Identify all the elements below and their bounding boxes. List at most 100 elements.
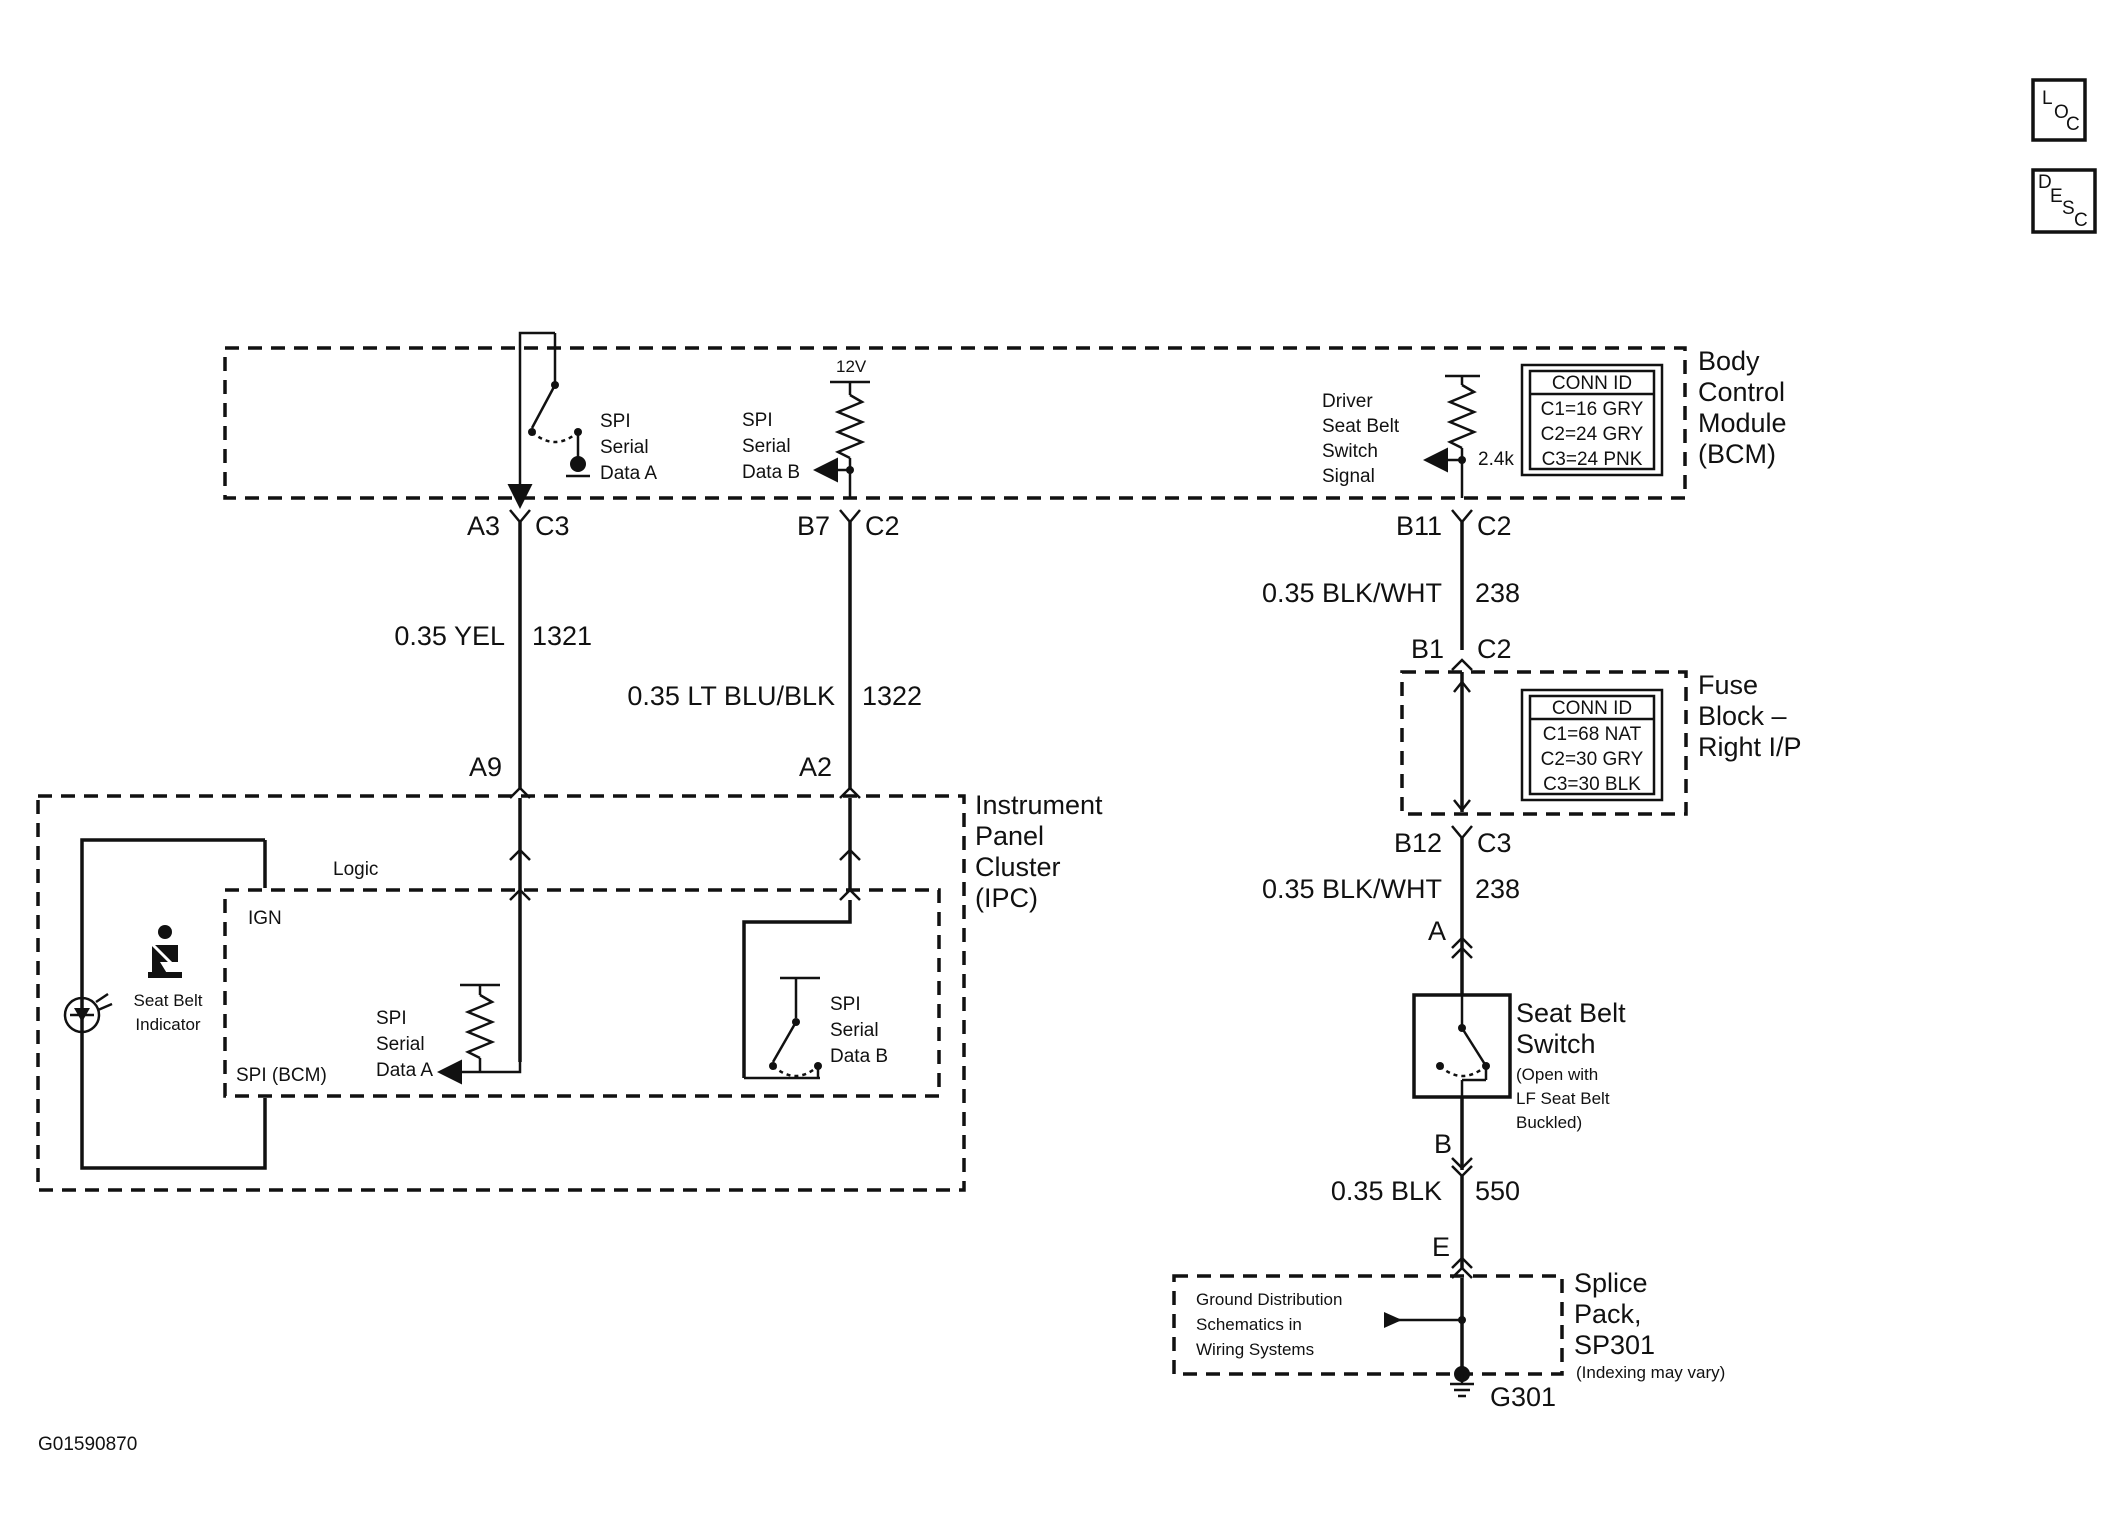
desc-icon[interactable]: D E S C: [2031, 168, 2097, 234]
indicator-label-1: Seat Belt: [134, 991, 203, 1010]
bcm-spi-a-label-2: Serial: [600, 437, 649, 458]
wire-238-top-pin: B11: [1396, 511, 1442, 541]
ipc-label-line-2: Panel: [975, 821, 1044, 851]
bcm-driver-label-4: Signal: [1322, 466, 1375, 487]
desc-icon-letter-2: E: [2050, 186, 2063, 207]
splice-pack-box: [1172, 1274, 1564, 1376]
seat-belt-switch-label-1: Seat Belt: [1516, 998, 1626, 1028]
splice-note: (Indexing may vary): [1576, 1363, 1725, 1382]
splice-ref-line-2: Schematics in: [1196, 1315, 1302, 1334]
wire-1322-bottom-pin: A2: [799, 752, 832, 782]
seat-belt-switch-note-2: LF Seat Belt: [1516, 1089, 1610, 1108]
wire-1321-gauge-color: 0.35 YEL: [394, 621, 505, 651]
wire-550-circuit: 550: [1475, 1176, 1520, 1206]
fuse-conn-title: CONN ID: [1552, 698, 1632, 719]
wire-1321-bottom-pin: A9: [469, 752, 502, 782]
bcm-conn-title: CONN ID: [1552, 373, 1632, 394]
ipc-internal-wiring: [509, 798, 861, 1080]
bcm-label-line-1: Body: [1698, 346, 1760, 376]
wire-1322-top-conn: C2: [865, 511, 900, 541]
bcm-spi-b-label-3: Data B: [742, 462, 800, 483]
wire-238-fuse-conn: C2: [1477, 634, 1512, 664]
fuse-conn-id-table: CONN ID C1=68 NAT C2=30 GRY C3=30 BLK: [1520, 688, 1664, 802]
fuse-block-label-line-2: Block –: [1698, 701, 1787, 731]
figure-id: G01590870: [38, 1434, 137, 1455]
splice-label-line-3: SP301: [1574, 1330, 1655, 1360]
wire-238-switch-pin: A: [1428, 916, 1446, 946]
wire-1321-top-conn: C3: [535, 511, 570, 541]
bcm-conn-id-table: CONN ID C1=16 GRY C2=24 GRY C3=24 PNK: [1520, 363, 1664, 477]
indicator-lamp-icon: [63, 992, 113, 1034]
bcm-spi-data-b-pullup: 12V SPI Serial Data B: [742, 357, 870, 498]
wire-238-lower-top-conn: C3: [1477, 828, 1512, 858]
seat-belt-icon: [148, 925, 182, 978]
loc-icon[interactable]: L O C: [2031, 78, 2087, 142]
loc-icon-letter-1: L: [2042, 88, 2053, 109]
fuse-conn-row-2: C2=30 GRY: [1541, 749, 1644, 770]
ipc-box: [36, 794, 966, 1192]
ipc-spi-b-label-3: Data B: [830, 1046, 888, 1067]
seat-belt-switch: Seat Belt Switch (Open with LF Seat Belt…: [1412, 993, 1626, 1132]
bcm-driver-label-1: Driver: [1322, 391, 1373, 412]
bcm-spi-a-label-1: SPI: [600, 411, 631, 432]
ipc-spi-b-label-1: SPI: [830, 994, 861, 1015]
wire-238-lower-circuit: 238: [1475, 874, 1520, 904]
bcm-conn-row-1: C1=16 GRY: [1541, 399, 1644, 420]
wire-1321-top-pin: A3: [467, 511, 500, 541]
wire-1321-circuit: 1321: [532, 621, 592, 651]
ipc-ign-label: IGN: [248, 908, 282, 929]
bcm-conn-row-3: C3=24 PNK: [1542, 449, 1643, 470]
fuse-block-internal: [1453, 672, 1471, 813]
loc-icon-letter-3: C: [2066, 114, 2080, 135]
splice-pack-label: Splice Pack, SP301 (Indexing may vary): [1574, 1268, 1725, 1382]
wire-238-lower-gauge-color: 0.35 BLK/WHT: [1262, 874, 1442, 904]
bcm-box: [223, 346, 1687, 500]
seat-belt-switch-note-3: Buckled): [1516, 1113, 1582, 1132]
wire-550-splice-pin: E: [1432, 1232, 1450, 1262]
wire-1322-gauge-color: 0.35 LT BLU/BLK: [627, 681, 835, 711]
bcm-label-line-2: Control: [1698, 377, 1785, 407]
seat-belt-switch-note-1: (Open with: [1516, 1065, 1598, 1084]
fuse-block-label-line-1: Fuse: [1698, 670, 1758, 700]
seat-belt-indicator-block: Logic IGN SPI (BCM) Seat Belt Indicator: [80, 838, 378, 1170]
loc-icon-letter-2: O: [2054, 102, 2069, 123]
splice-ref-line-3: Wiring Systems: [1196, 1340, 1314, 1359]
splice-internal: Ground Distribution Schematics in Wiring…: [1196, 1278, 1470, 1382]
wire-238-upper-gauge-color: 0.35 BLK/WHT: [1262, 578, 1442, 608]
ipc-logic-label: Logic: [333, 859, 378, 880]
bcm-spi-a-label-3: Data A: [600, 463, 657, 484]
fuse-conn-row-1: C1=68 NAT: [1543, 724, 1642, 745]
splice-label-line-1: Splice: [1574, 1268, 1648, 1298]
splice-label-line-2: Pack,: [1574, 1299, 1642, 1329]
bcm-label: Body Control Module (BCM): [1698, 346, 1787, 469]
fuse-block-label: Fuse Block – Right I/P: [1698, 670, 1802, 762]
ipc-label-line-4: (IPC): [975, 883, 1038, 913]
ground-icon: [1450, 1374, 1474, 1398]
bcm-label-line-3: Module: [1698, 408, 1787, 438]
wire-238-lower-top-pin: B12: [1394, 828, 1442, 858]
wire-550-switch-pin: B: [1434, 1129, 1452, 1159]
fuse-block-label-line-3: Right I/P: [1698, 732, 1802, 762]
wire-550: B 0.35 BLK 550 E: [1331, 1097, 1520, 1279]
ground-g301-label: G301: [1490, 1382, 1556, 1412]
indicator-label-2: Indicator: [135, 1015, 201, 1034]
ipc-inner-box: [223, 888, 941, 1098]
bcm-spi-b-label-1: SPI: [742, 410, 773, 431]
ipc-spi-a-label-2: Serial: [376, 1034, 425, 1055]
wire-1322-circuit: 1322: [862, 681, 922, 711]
ipc-spi-data-a-resistor: SPI Serial Data A: [376, 983, 522, 1085]
wire-238-fuse-pin: B1: [1411, 634, 1444, 664]
ipc-label-line-3: Cluster: [975, 852, 1061, 882]
ipc-label: Instrument Panel Cluster (IPC): [975, 790, 1103, 913]
wire-550-gauge-color: 0.35 BLK: [1331, 1176, 1442, 1206]
bcm-driver-label-3: Switch: [1322, 441, 1378, 462]
wire-238-lower: B12 C3 0.35 BLK/WHT 238 A: [1262, 825, 1520, 995]
bcm-label-line-4: (BCM): [1698, 439, 1776, 469]
bcm-driver-label-2: Seat Belt: [1322, 416, 1400, 437]
seat-belt-switch-label-2: Switch: [1516, 1029, 1596, 1059]
wire-1321: A3 C3 0.35 YEL 1321 A9: [394, 509, 592, 799]
wire-238-upper: B11 C2 0.35 BLK/WHT 238 B1 C2: [1262, 509, 1520, 671]
desc-icon-letter-1: D: [2038, 172, 2052, 193]
fuse-conn-row-3: C3=30 BLK: [1543, 774, 1641, 795]
